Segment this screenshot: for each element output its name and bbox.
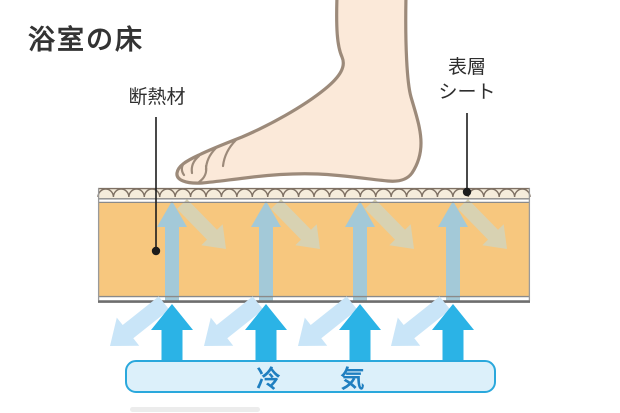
cold-air-box: 冷 気 xyxy=(125,360,496,393)
cold-air-deflected-arrow xyxy=(391,296,451,346)
surface-sheet-pointer-dot xyxy=(462,187,472,197)
cold-air-up-arrow xyxy=(339,304,381,362)
sheet-deflected-arrow xyxy=(271,199,320,249)
weakened-up-arrow xyxy=(157,201,187,302)
insulation-pointer-dot xyxy=(151,246,161,256)
foot-illustration xyxy=(175,0,423,185)
surface-sheet-label: 表層 シート xyxy=(417,55,517,105)
cold-air-deflected-arrow xyxy=(204,296,264,346)
sheet-deflected-arrow xyxy=(365,199,414,249)
cold-air-up-arrow xyxy=(432,304,474,362)
sheet-deflected-arrow xyxy=(177,199,226,249)
cold-air-deflected-arrow xyxy=(298,296,358,346)
sheet-deflected-arrow xyxy=(458,199,507,249)
weakened-up-arrow xyxy=(251,201,281,302)
annotation-pointers xyxy=(151,113,472,256)
weakened-up-arrow xyxy=(438,201,468,302)
surface-sheet-label-line1: 表層 xyxy=(447,57,486,78)
cold-air-up-arrow xyxy=(151,304,193,362)
cold-air-arrows xyxy=(110,296,474,362)
floor-lines xyxy=(97,187,531,303)
page-title: 浴室の床 xyxy=(28,25,144,55)
weakened-airflow-arrows xyxy=(157,199,507,302)
surface-sheet-label-line2: シート xyxy=(438,82,496,103)
cold-air-up-arrow xyxy=(245,304,287,362)
foot-outline xyxy=(175,0,423,185)
watermark-remnant xyxy=(130,407,260,412)
cold-air-label: 冷 気 xyxy=(256,366,383,393)
cold-air-deflected-arrow xyxy=(110,296,170,346)
insulation-label: 断熱材 xyxy=(128,87,186,108)
toe-crease-lines xyxy=(180,138,238,184)
weakened-up-arrow xyxy=(345,201,375,302)
surface-texture-scallops xyxy=(97,188,531,198)
